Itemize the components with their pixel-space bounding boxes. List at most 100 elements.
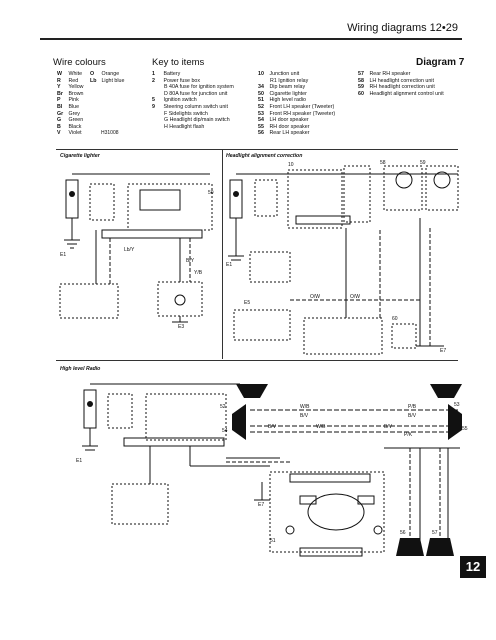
label-51: 51 bbox=[270, 538, 276, 544]
key-item-text: Front RH speaker (Tweeter) bbox=[268, 110, 336, 117]
label-bv-3: B/V bbox=[408, 413, 417, 419]
alignment-control bbox=[391, 323, 417, 349]
key-item-row: B 40A fuse for ignition system bbox=[152, 84, 234, 91]
speaker-54 bbox=[232, 404, 246, 440]
label-54: 54 bbox=[222, 428, 228, 434]
key-item-text: LH headlight correction unit bbox=[368, 77, 434, 84]
key-item-text: B 40A fuse for ignition system bbox=[164, 84, 234, 91]
key-item-row: 5 Ignition switch bbox=[152, 97, 234, 104]
key-item-text: H Headlight flash bbox=[164, 123, 205, 130]
key-item-code: 1 bbox=[152, 71, 155, 77]
key-item-code: 2 bbox=[152, 77, 155, 84]
wire-colour-code: Bl bbox=[57, 103, 63, 110]
junction-unit-cig bbox=[127, 183, 213, 231]
wire-colour-code: W bbox=[57, 71, 62, 77]
wire-colour-code: B bbox=[57, 123, 61, 130]
wire-colour-text: Red bbox=[67, 77, 79, 84]
radio-connector-bottom bbox=[299, 547, 363, 557]
wire-colour-code: P bbox=[57, 97, 61, 104]
label-bv-1: B/V bbox=[300, 413, 309, 419]
key-item-row: 56 Rear LH speaker bbox=[258, 130, 335, 137]
wire-colour-code: G bbox=[57, 117, 62, 124]
label-lb-y: Lb/Y bbox=[124, 247, 135, 253]
ignition-box-2 bbox=[249, 251, 291, 283]
key-item-row: 59 RH headlight correction unit bbox=[358, 84, 444, 91]
label-59: 59 bbox=[420, 160, 426, 166]
wire-colour-text: Orange bbox=[100, 71, 120, 77]
key-item-code: 55 bbox=[258, 123, 264, 130]
steering-switch-fgh bbox=[303, 317, 383, 355]
key-item-code: 50 bbox=[258, 90, 264, 97]
wire-colour-code: Lb bbox=[90, 77, 97, 84]
label-e1-3: E1 bbox=[76, 458, 83, 464]
wire-colour-row: V Violet bbox=[57, 130, 84, 137]
connector-strip-head bbox=[295, 215, 351, 225]
key-item-text: F Sidelights switch bbox=[164, 110, 208, 117]
key-item-text: Headlight alignment control unit bbox=[368, 90, 444, 97]
key-item-row: 58 LH headlight correction unit bbox=[358, 78, 444, 85]
relay-r1 bbox=[139, 189, 181, 211]
key-item-text: Dip beam relay bbox=[268, 84, 306, 91]
key-item-row: H Headlight flash bbox=[152, 124, 234, 131]
key-item-row: 55 RH door speaker bbox=[258, 124, 335, 131]
label-e1-2: E1 bbox=[226, 262, 233, 268]
rh-correction-unit bbox=[425, 165, 459, 211]
key-item-row: 34 Dip beam relay bbox=[258, 84, 335, 91]
key-title: Key to items bbox=[152, 57, 205, 68]
wire-colour-code: Br bbox=[57, 90, 63, 97]
ignition-box-radio bbox=[111, 483, 169, 525]
label-e1: E1 bbox=[60, 252, 67, 258]
wire-colour-code: Gr bbox=[57, 110, 64, 117]
connector-strip-radio bbox=[123, 437, 225, 447]
label-wb-1: W/B bbox=[300, 404, 310, 410]
connector-strip-cig bbox=[101, 229, 203, 239]
key-item-text: Rear RH speaker bbox=[368, 71, 411, 77]
wire-colour-text: Violet bbox=[67, 130, 82, 137]
speaker-53 bbox=[430, 384, 462, 398]
key-item-row: 51 High level radio bbox=[258, 97, 335, 104]
wire-colour-text: Grey bbox=[67, 110, 80, 117]
wire-colour-text: Green bbox=[67, 117, 84, 124]
page-number-tab: 12 bbox=[460, 556, 486, 578]
label-e7-2: E7 bbox=[258, 502, 265, 508]
speaker-55 bbox=[448, 404, 462, 440]
cigarette-lighter-box bbox=[157, 281, 203, 317]
key-item-row: 1 Battery bbox=[152, 71, 234, 78]
label-e3: E3 bbox=[178, 324, 185, 330]
radio-connector-top bbox=[289, 473, 371, 483]
key-item-text: G Headlight dip/main switch bbox=[164, 117, 230, 124]
wire-colour-text: Pink bbox=[67, 97, 79, 104]
page-header: Wiring diagrams 12•29 bbox=[347, 22, 458, 34]
battery-symbol-3 bbox=[83, 389, 97, 429]
wire-colour-code: Y bbox=[57, 84, 61, 91]
label-b-y: B/Y bbox=[186, 258, 195, 264]
wire-colour-text: Yellow bbox=[67, 84, 84, 91]
label-bv-2: B/V bbox=[268, 424, 277, 430]
fuse-box-2b bbox=[254, 179, 278, 217]
label-e5: E5 bbox=[244, 300, 251, 306]
key-item-code: 10 bbox=[258, 71, 264, 77]
radio-panel-title: High level Radio bbox=[60, 366, 101, 372]
label-ow-2: O/W bbox=[350, 294, 360, 300]
wire-colour-text: White bbox=[67, 71, 83, 77]
key-item-code: 58 bbox=[358, 77, 364, 84]
wire-colours-title: Wire colours bbox=[53, 57, 106, 68]
dip-beam-relay bbox=[343, 165, 371, 223]
wire-colour-text: Brown bbox=[67, 90, 84, 97]
key-item-row: R1 Ignition relay bbox=[258, 78, 335, 85]
key-item-text: LH door speaker bbox=[268, 117, 309, 124]
lh-correction-unit bbox=[383, 165, 423, 211]
key-item-row: 50 Cigarette lighter bbox=[258, 91, 335, 98]
battery-symbol-2 bbox=[229, 179, 243, 219]
ref-code: H31008 bbox=[101, 130, 119, 136]
key-item-row: D 80A fuse for junction unit bbox=[152, 91, 234, 98]
wire-colour-row: G Green bbox=[57, 117, 84, 124]
key-item-row: 52 Front LH speaker (Tweeter) bbox=[258, 104, 335, 111]
wire-colour-code: V bbox=[57, 130, 61, 137]
wire-colour-text: Blue bbox=[67, 103, 80, 110]
label-wb-2: W/B bbox=[316, 424, 326, 430]
label-y-b: Y/B bbox=[194, 270, 203, 276]
